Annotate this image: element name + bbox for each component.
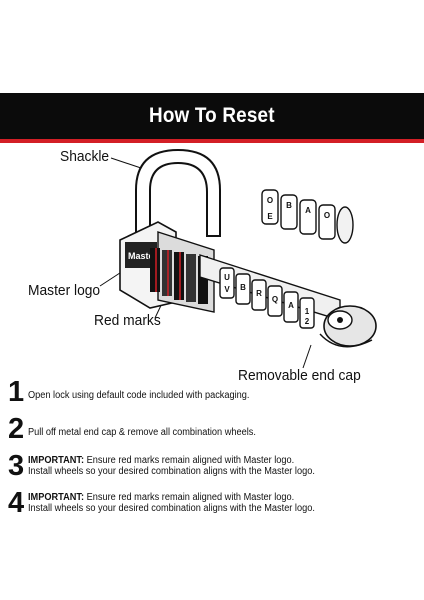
combination-wheels [219, 267, 315, 329]
wheel-letter: 2 [305, 317, 310, 326]
wheel-letter: R [256, 289, 262, 298]
section-header: How To Reset [0, 93, 424, 143]
wheel-letter: B [240, 283, 246, 292]
lock-body: Master [119, 221, 215, 313]
wheel-letter: E [267, 212, 273, 221]
step-number: 1 [8, 376, 25, 408]
step-number: 4 [8, 487, 25, 519]
instruction-steps: 1 Open lock using default code included … [8, 377, 418, 525]
master-logo-label: Master logo [28, 282, 101, 299]
wheel-letter: A [305, 206, 311, 215]
lock-diagram: Master U V B R Q A 1 2 [99, 148, 377, 369]
step-2: 2 Pull off metal end cap & remove all co… [8, 414, 418, 450]
step-text: Ensure red marks remain aligned with Mas… [86, 492, 295, 503]
wheel-letter: V [224, 285, 230, 294]
important-label: IMPORTANT: [28, 455, 85, 466]
loose-wheel-letters: O B A O E [267, 196, 330, 221]
step-1: 1 Open lock using default code included … [8, 377, 418, 413]
wheel-letter: B [286, 201, 292, 210]
end-cap-label: Removable end cap [238, 367, 361, 384]
step-text: Install wheels so your desired combinati… [28, 503, 315, 514]
brand-logo: Master [128, 251, 158, 261]
step-text: Install wheels so your desired combinati… [28, 466, 315, 477]
wheel-letter: O [324, 211, 330, 220]
shackle-label: Shackle [60, 148, 110, 165]
wheel-letter: Q [272, 295, 278, 304]
red-marks-label: Red marks [94, 312, 161, 329]
wheel-letter: A [288, 301, 294, 310]
shackle-graphic [135, 148, 221, 237]
step-text: Open lock using default code included wi… [28, 390, 250, 401]
wheel-letter: O [267, 196, 273, 205]
loose-wheels [261, 189, 354, 244]
step-text: Pull off metal end cap & remove all comb… [28, 427, 256, 438]
wheel-letter: U [224, 273, 230, 282]
step-number: 3 [8, 450, 25, 482]
step-number: 2 [8, 413, 25, 445]
step-text: Ensure red marks remain aligned with Mas… [86, 455, 295, 466]
wheel-letter: 1 [305, 307, 310, 316]
important-label: IMPORTANT: [28, 492, 85, 503]
wheel-letters: U V B R Q A 1 2 [224, 273, 310, 326]
step-3: 3 IMPORTANT: Ensure red marks remain ali… [8, 451, 418, 487]
page-title: How To Reset [149, 104, 275, 127]
step-4: 4 IMPORTANT: Ensure red marks remain ali… [8, 488, 418, 524]
end-cap [319, 305, 377, 348]
